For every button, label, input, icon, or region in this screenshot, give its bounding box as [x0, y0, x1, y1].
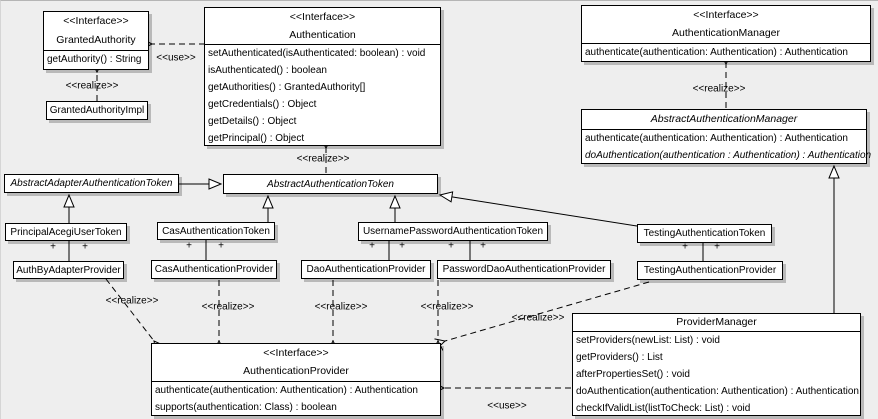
class-name: ProviderManager [676, 316, 757, 328]
class-name: UsernamePasswordAuthenticationToken [362, 226, 544, 237]
method-row: authenticate(authentication: Authenticat… [155, 385, 418, 396]
class-testing-authentication-provider[interactable]: TestingAuthenticationProvider [637, 261, 783, 280]
method-row: checkIfValidList(listToCheck: List) : vo… [576, 403, 751, 414]
realize-label: <<realize>> [65, 80, 119, 92]
method-row: getPrincipal() : Object [208, 133, 305, 144]
class-header: <<Interface>> GrantedAuthority [44, 12, 148, 51]
realize-label: <<realize>> [420, 301, 474, 313]
class-cas-authentication-provider[interactable]: CasAuthenticationProvider [151, 260, 277, 279]
class-header: <<Interface>> AuthenticationManager [582, 6, 870, 44]
realize-label: <<realize>> [296, 153, 350, 165]
class-header: <<Interface>> AuthenticationProvider [152, 344, 440, 382]
method-row: setAuthenticated(isAuthenticated: boolea… [208, 48, 426, 59]
method-row: getAuthority() : String [47, 54, 142, 65]
multiplicity-label: + [218, 240, 224, 252]
class-name: CasAuthenticationProvider [154, 264, 274, 275]
method-row: getProviders() : List [576, 352, 663, 363]
class-name: AuthByAdapterProvider [16, 264, 121, 276]
class-name: AuthenticationProvider [243, 365, 349, 377]
multiplicity-label: + [186, 240, 192, 252]
class-name: AuthenticationManager [672, 27, 780, 39]
use-label: <<use>> [487, 400, 527, 412]
realize-label: <<realize>> [314, 301, 368, 313]
method-row: authenticate(authentication: Authenticat… [585, 47, 848, 58]
class-name: AbstractAdapterAuthenticationToken [10, 178, 173, 189]
realize-label: <<realize>> [105, 295, 159, 307]
multiplicity-label: + [399, 240, 405, 252]
class-principal-acegi-user-token[interactable]: PrincipalAcegiUserToken [5, 223, 127, 241]
class-authentication-provider[interactable]: <<Interface>> AuthenticationProvider aut… [151, 343, 441, 416]
class-name: CasAuthenticationToken [162, 225, 270, 237]
method-row: getDetails() : Object [208, 116, 297, 127]
multiplicity-label: + [50, 241, 56, 253]
class-granted-authority-impl[interactable]: GrantedAuthorityImpl [46, 101, 148, 120]
method-row: authenticate(authentication: Authenticat… [585, 133, 848, 144]
class-abstract-authentication-token[interactable]: AbstractAuthenticationToken [223, 174, 438, 194]
class-auth-by-adapter-provider[interactable]: AuthByAdapterProvider [13, 261, 124, 279]
class-provider-manager[interactable]: ProviderManager setProviders(newList: Li… [572, 313, 861, 416]
multiplicity-label: + [448, 240, 454, 252]
class-authentication-manager[interactable]: <<Interface>> AuthenticationManager auth… [581, 5, 871, 62]
realize-label: <<realize>> [692, 83, 746, 95]
class-name: TestingAuthenticationProvider [643, 265, 777, 276]
realize-label: <<realize>> [511, 312, 565, 324]
class-granted-authority[interactable]: <<Interface>> GrantedAuthority getAuthor… [43, 11, 149, 70]
multiplicity-label: + [480, 240, 486, 252]
class-header: <<Interface>> Authentication [205, 8, 440, 45]
multiplicity-label: + [714, 241, 720, 253]
stereotype-label: <<Interface>> [693, 9, 759, 21]
method-row: doAuthentication(authentication : Authen… [585, 150, 872, 161]
class-username-password-authentication-token[interactable]: UsernamePasswordAuthenticationToken [358, 222, 548, 241]
generalization-testingtoken-to-abstracttoken [438, 191, 638, 227]
class-abstract-authentication-manager[interactable]: AbstractAuthenticationManager authentica… [581, 109, 872, 164]
class-password-dao-authentication-provider[interactable]: PasswordDaoAuthenticationProvider [437, 260, 611, 279]
class-name: GrantedAuthority [56, 34, 136, 46]
method-row: getCredentials() : Object [208, 99, 317, 110]
method-row: setProviders(newList: List) : void [576, 335, 720, 346]
class-name: PasswordDaoAuthenticationProvider [442, 264, 606, 275]
method-row: isAuthenticated() : boolean [208, 65, 327, 76]
class-cas-authentication-token[interactable]: CasAuthenticationToken [157, 222, 275, 240]
class-name: PrincipalAcegiUserToken [10, 226, 122, 238]
realize-label: <<realize>> [201, 301, 255, 313]
stereotype-label: <<Interface>> [63, 15, 129, 27]
class-name: AbstractAuthenticationManager [650, 113, 798, 125]
method-row: doAuthentication(authentication: Authent… [576, 386, 859, 397]
class-testing-authentication-token[interactable]: TestingAuthenticationToken [637, 224, 772, 243]
class-name: AbstractAuthenticationToken [267, 178, 394, 190]
multiplicity-label: + [82, 241, 88, 253]
class-authentication[interactable]: <<Interface>> Authentication setAuthenti… [204, 7, 441, 146]
class-header: ProviderManager [573, 314, 860, 332]
method-row: getAuthorities() : GrantedAuthority[] [208, 82, 366, 93]
stereotype-label: <<Interface>> [289, 11, 356, 23]
multiplicity-label: + [369, 240, 375, 252]
method-row: afterPropertiesSet() : void [576, 369, 690, 380]
class-name: GrantedAuthorityImpl [49, 105, 145, 116]
stereotype-label: <<Interface>> [263, 347, 329, 359]
class-name: TestingAuthenticationToken [643, 228, 766, 239]
method-row: supports(authentication: Class) : boolea… [155, 402, 337, 413]
class-name: Authentication [289, 29, 356, 41]
use-label: <<use>> [156, 52, 196, 64]
realize-testingauthenticationprovider-to-authenticationprovider [445, 281, 650, 341]
class-dao-authentication-provider[interactable]: DaoAuthenticationProvider [301, 260, 431, 279]
class-abstract-adapter-authentication-token[interactable]: AbstractAdapterAuthenticationToken [4, 174, 179, 193]
class-name: DaoAuthenticationProvider [306, 264, 426, 275]
multiplicity-label: + [682, 241, 688, 253]
realize-authbyadapterprovider-to-authenticationprovider [105, 278, 154, 341]
class-header: AbstractAuthenticationManager [582, 110, 866, 130]
